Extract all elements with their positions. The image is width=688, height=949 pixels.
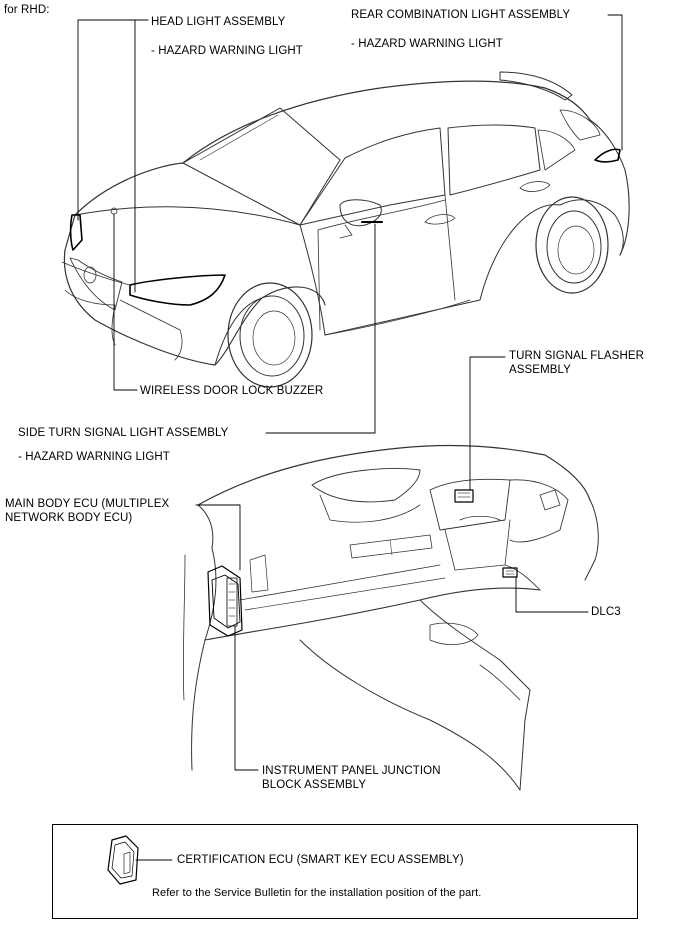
- flasher-label-line1: TURN SIGNAL FLASHER: [509, 350, 645, 362]
- side-turn-hazard-label: - HAZARD WARNING LIGHT: [18, 451, 170, 463]
- head-light-hazard-label: - HAZARD WARNING LIGHT: [151, 45, 303, 57]
- certification-ecu-icon: [107, 835, 139, 885]
- certification-ecu-label: CERTIFICATION ECU (SMART KEY ECU ASSEMBL…: [177, 854, 464, 866]
- head-light-label: HEAD LIGHT ASSEMBLY: [151, 16, 286, 28]
- dashboard-drawing: [182, 444, 599, 791]
- rear-combination-hazard-label: - HAZARD WARNING LIGHT: [351, 38, 503, 50]
- variant-label: for RHD:: [4, 4, 50, 16]
- car-drawing: [61, 71, 630, 388]
- junction-label-line2: BLOCK ASSEMBLY: [262, 779, 367, 791]
- main-ecu-label-line2: NETWORK BODY ECU): [5, 512, 133, 524]
- service-bulletin-note: Refer to the Service Bulletin for the in…: [152, 887, 482, 899]
- main-ecu-label-line1: MAIN BODY ECU (MULTIPLEX: [5, 498, 170, 510]
- rear-combination-label: REAR COMBINATION LIGHT ASSEMBLY: [351, 9, 571, 21]
- note-box: [52, 824, 638, 919]
- dlc3-label: DLC3: [591, 606, 621, 618]
- junction-label-line1: INSTRUMENT PANEL JUNCTION: [262, 765, 441, 777]
- leader-lines: [77, 14, 623, 861]
- wireless-buzzer-label: WIRELESS DOOR LOCK BUZZER: [140, 385, 324, 397]
- side-turn-label: SIDE TURN SIGNAL LIGHT ASSEMBLY: [18, 427, 229, 439]
- flasher-label-line2: ASSEMBLY: [509, 364, 571, 376]
